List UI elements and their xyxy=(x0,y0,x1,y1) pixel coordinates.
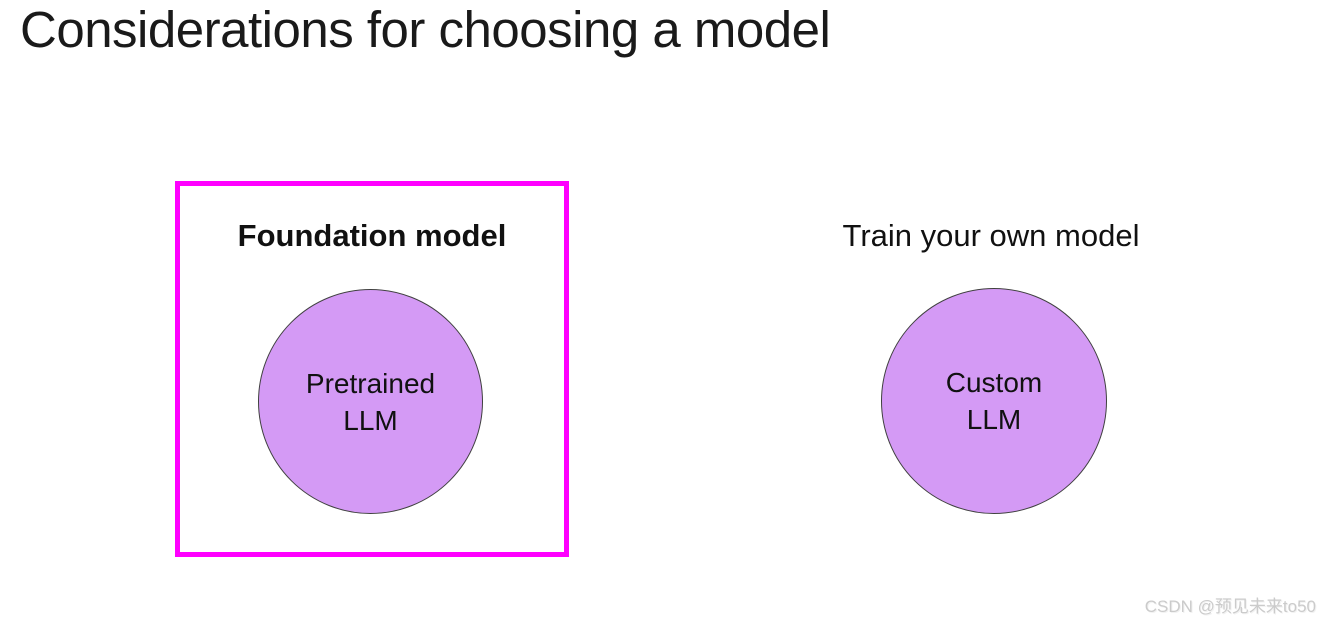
custom-llm-label-line2: LLM xyxy=(966,404,1022,435)
train-your-own-model-heading: Train your own model xyxy=(842,218,1140,253)
pretrained-llm-label-line2: LLM xyxy=(343,404,398,436)
csdn-watermark: CSDN @预见未来to50 xyxy=(1144,597,1316,616)
foundation-model-heading: Foundation model xyxy=(237,218,507,253)
pretrained-llm-circle: Pretrained LLM xyxy=(258,289,483,514)
custom-llm-circle: Custom LLM xyxy=(881,288,1107,514)
slide-title: Considerations for choosing a model xyxy=(20,1,831,58)
pretrained-llm-label-line1: Pretrained xyxy=(305,367,436,399)
custom-llm-label-line1: Custom xyxy=(945,367,1043,398)
